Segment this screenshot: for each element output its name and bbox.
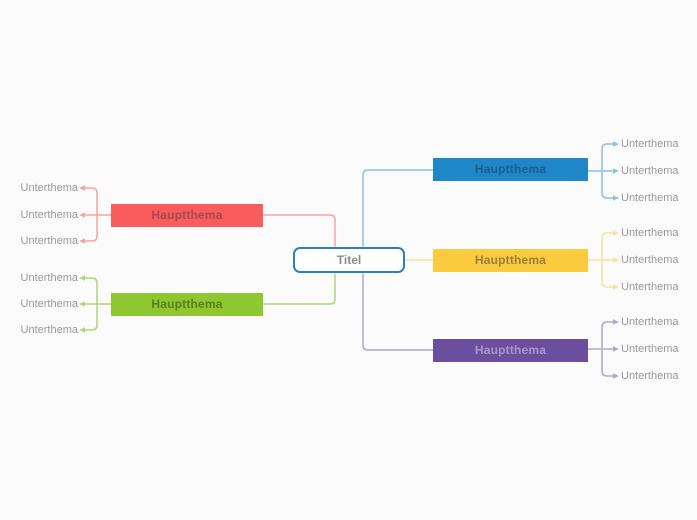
arrowhead-icon xyxy=(613,373,619,379)
root-node-titel[interactable]: Titel xyxy=(293,247,405,273)
branch-red-connectors xyxy=(79,185,336,247)
connector-line xyxy=(362,273,434,351)
main-topic-blue[interactable]: Hauptthema xyxy=(433,158,588,181)
subtopic-green-2[interactable]: Unterthema xyxy=(20,298,78,310)
subtopic-yellow-2[interactable]: Unterthema xyxy=(621,254,679,266)
subtopic-purple-3[interactable]: Unterthema xyxy=(621,370,679,382)
subtopic-yellow-3[interactable]: Unterthema xyxy=(621,281,679,293)
arrowhead-icon xyxy=(79,212,85,218)
arrowhead-icon xyxy=(613,346,619,352)
connector-line xyxy=(587,232,616,288)
subtopic-purple-2[interactable]: Unterthema xyxy=(621,343,679,355)
subtopic-blue-3[interactable]: Unterthema xyxy=(621,192,679,204)
branch-purple-connectors xyxy=(362,273,619,379)
connector-line xyxy=(82,277,112,331)
subtopic-blue-2[interactable]: Unterthema xyxy=(621,165,679,177)
connector-line xyxy=(587,321,616,377)
connector-line xyxy=(82,187,112,242)
subtopic-purple-1[interactable]: Unterthema xyxy=(621,316,679,328)
connector-line xyxy=(262,273,336,305)
arrowhead-icon xyxy=(613,230,619,236)
branch-green-connectors xyxy=(79,273,336,333)
arrowhead-icon xyxy=(613,284,619,290)
arrowhead-icon xyxy=(79,301,85,307)
subtopic-red-1[interactable]: Unterthema xyxy=(20,182,78,194)
subtopic-red-2[interactable]: Unterthema xyxy=(20,209,78,221)
arrowhead-icon xyxy=(613,141,619,147)
connector-line xyxy=(587,143,616,199)
arrowhead-icon xyxy=(613,195,619,201)
arrowhead-icon xyxy=(79,185,85,191)
arrowhead-icon xyxy=(613,257,619,263)
main-topic-green[interactable]: Hauptthema xyxy=(111,293,263,316)
arrowhead-icon xyxy=(79,327,85,333)
arrowhead-icon xyxy=(613,319,619,325)
connector-line xyxy=(362,169,434,247)
branch-blue-connectors xyxy=(362,141,619,247)
branch-yellow-connectors xyxy=(404,230,619,290)
arrowhead-icon xyxy=(613,168,619,174)
main-topic-red[interactable]: Hauptthema xyxy=(111,204,263,227)
arrowhead-icon xyxy=(79,238,85,244)
main-topic-purple[interactable]: Hauptthema xyxy=(433,339,588,362)
subtopic-yellow-1[interactable]: Unterthema xyxy=(621,227,679,239)
subtopic-green-1[interactable]: Unterthema xyxy=(20,272,78,284)
arrowhead-icon xyxy=(79,275,85,281)
subtopic-blue-1[interactable]: Unterthema xyxy=(621,138,679,150)
subtopic-green-3[interactable]: Unterthema xyxy=(20,324,78,336)
subtopic-red-3[interactable]: Unterthema xyxy=(20,235,78,247)
connector-line xyxy=(262,214,336,247)
main-topic-yellow[interactable]: Hauptthema xyxy=(433,249,588,272)
